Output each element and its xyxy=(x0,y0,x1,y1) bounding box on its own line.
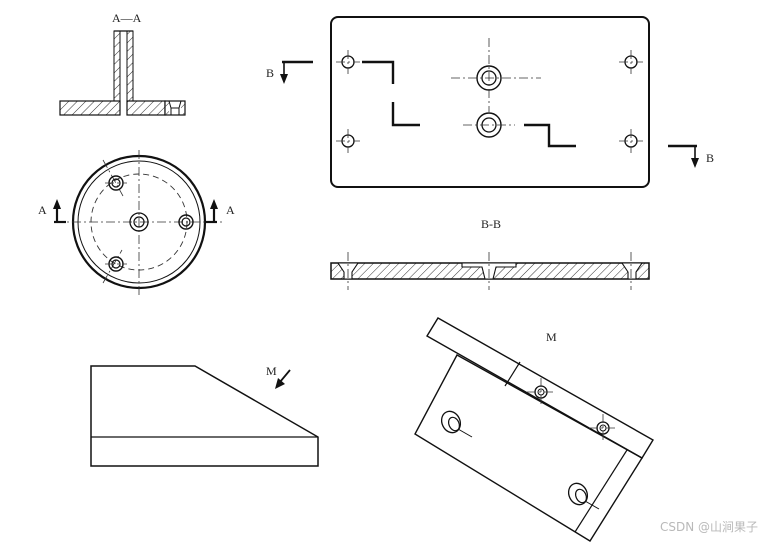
arrow-b-right-label: B xyxy=(706,151,714,165)
arrow-b-left-label: B xyxy=(266,66,274,80)
section-aa-view: A—A xyxy=(59,11,186,116)
aux-main-plate xyxy=(414,354,643,542)
aux-hole-1 xyxy=(527,378,555,406)
aux-hole-2 xyxy=(589,414,617,442)
corner-hole-bottom-right xyxy=(619,129,643,153)
center-hole-outer xyxy=(129,212,149,232)
section-line-seg2 xyxy=(391,102,420,127)
circular-plan-view: A A xyxy=(38,150,235,296)
corner-hole-top-right xyxy=(619,50,643,74)
corner-hole-bottom-left xyxy=(336,129,360,153)
rectangular-plan-view: B B xyxy=(266,16,714,188)
section-line-seg1 xyxy=(362,60,395,84)
center-hole-inner xyxy=(133,216,145,228)
section-arrow-a-right: A xyxy=(205,199,235,224)
side-elevation-view: M xyxy=(90,364,319,467)
arrow-a-right-label: A xyxy=(226,203,235,217)
wedge-outline xyxy=(90,365,319,467)
watermark-text: CSDN @山涧果子 xyxy=(660,520,758,534)
auxiliary-view-m: M xyxy=(414,317,654,542)
base-plate-right xyxy=(126,100,166,116)
section-bb-title: B-B xyxy=(481,217,501,231)
bolt-hole-bottom xyxy=(105,256,127,272)
arrow-m-label: M xyxy=(266,364,277,378)
section-arrow-a-left: A xyxy=(38,199,66,224)
section-aa-title: A—A xyxy=(112,11,142,25)
bolt-hole-right xyxy=(178,214,194,230)
aux-top-strip xyxy=(426,317,654,459)
counterbore-hole-lower xyxy=(463,112,515,138)
section-line-seg3 xyxy=(524,123,576,148)
corner-hole-top-left xyxy=(336,50,360,74)
bolt-hole-top xyxy=(105,175,127,191)
section-arrow-b-right: B xyxy=(668,144,714,168)
aux-bore-right xyxy=(567,482,600,510)
counterbore-hole-upper xyxy=(451,38,541,112)
view-m-title: M xyxy=(546,330,557,344)
arrow-a-left-label: A xyxy=(38,203,47,217)
plate-outline xyxy=(330,16,650,188)
aux-bore-left xyxy=(440,410,473,438)
section-bb-view: B-B xyxy=(330,217,650,290)
base-plate-left xyxy=(59,100,121,116)
section-arrow-b-left: B xyxy=(266,60,313,84)
stem-wall-right xyxy=(126,30,134,102)
view-arrow-m: M xyxy=(266,364,291,389)
stem-wall-left xyxy=(113,30,121,102)
